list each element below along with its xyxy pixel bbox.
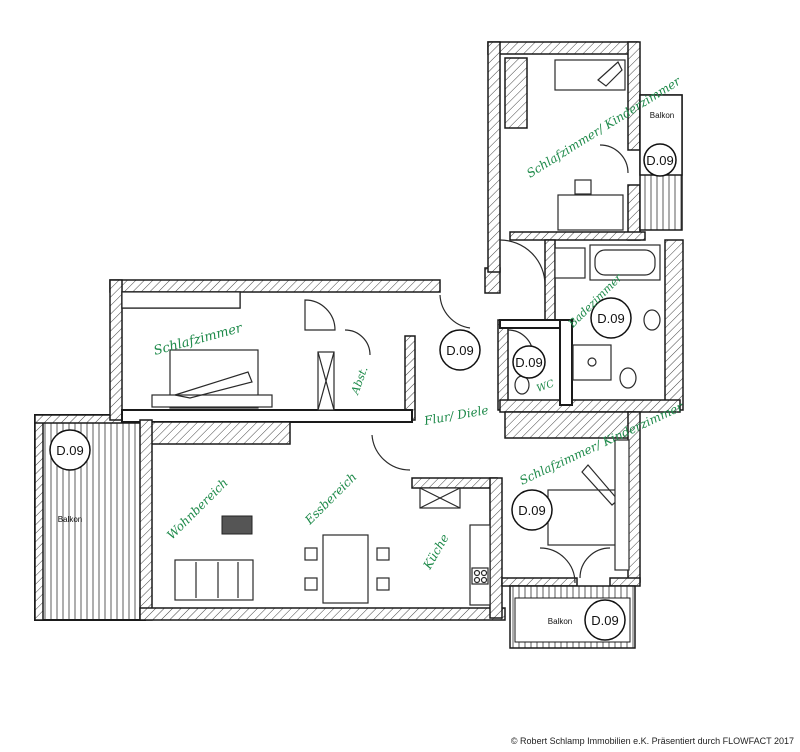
unit-label-balkon-bottom: D.09 — [584, 599, 626, 641]
svg-text:D.09: D.09 — [597, 311, 624, 326]
room-label-abst: Abst. — [348, 365, 370, 397]
unit-label-balkon-left: D.09 — [49, 429, 91, 471]
unit-label-bad: D.09 — [590, 297, 632, 339]
unit-labels: D.09 D.09 D.09 D.09 D.09 D.09 D.09 — [49, 143, 677, 641]
furniture — [121, 59, 661, 606]
room-label-wohnbereich: Wohnbereich — [164, 476, 231, 543]
room-label-essbereich: Essbereich — [302, 470, 360, 528]
unit-label-schlafzimmer-bottom: D.09 — [511, 489, 553, 531]
balcony-label-left: Balkon — [58, 515, 82, 524]
balcony-label-bottom-right: Balkon — [548, 617, 572, 626]
svg-text:D.09: D.09 — [515, 355, 542, 370]
door-swings — [304, 144, 629, 584]
copyright-footer: © Robert Schlamp Immobilien e.K. Präsent… — [510, 736, 794, 746]
room-label-kueche: Küche — [420, 532, 452, 573]
svg-text:D.09: D.09 — [591, 613, 618, 628]
svg-text:D.09: D.09 — [518, 503, 545, 518]
svg-text:D.09: D.09 — [446, 343, 473, 358]
walls-main — [109, 267, 509, 621]
room-label-wc: WC — [535, 378, 556, 395]
unit-label-flur: D.09 — [439, 329, 481, 371]
room-label-flur: Flur/ Diele — [422, 403, 489, 428]
unit-label-wc: D.09 — [512, 345, 546, 379]
walls-bath — [499, 239, 684, 413]
svg-text:D.09: D.09 — [646, 153, 673, 168]
balcony-label-top-right: Balkon — [650, 111, 674, 120]
svg-text:D.09: D.09 — [56, 443, 83, 458]
unit-label-balkon-top-right: D.09 — [643, 143, 677, 177]
